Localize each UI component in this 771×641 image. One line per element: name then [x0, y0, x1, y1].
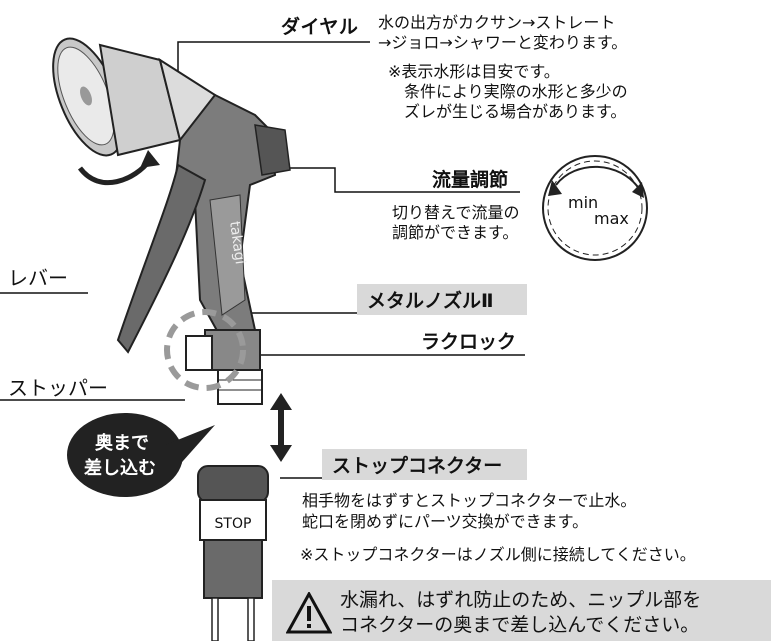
- dial-note-3: ズレが生じる場合があります。: [404, 102, 627, 121]
- nozzle-body: takagi: [173, 93, 291, 347]
- flow-desc-2: 調節ができます。: [392, 223, 519, 242]
- product-name: メタルノズルⅡ: [357, 284, 527, 315]
- flow-desc-1: 切り替えで流量の: [392, 203, 520, 222]
- connector-name: ストップコネクター: [322, 449, 527, 480]
- dial-desc-2: →ジョロ→シャワーと変わります。: [378, 33, 628, 52]
- brand-mark: takagi: [226, 220, 248, 265]
- dial-note-1: ※表示水形は目安です。: [388, 62, 560, 81]
- warning-box: 水漏れ、はずれ防止のため、ニップル部を コネクターの奥まで差し込んでください。: [272, 580, 771, 641]
- connector-desc-2: 蛇口を閉めずにパーツ交換ができます。: [302, 512, 589, 531]
- warning-line-2: コネクターの奥まで差し込んでください。: [340, 614, 700, 636]
- flow-knob: min max: [542, 155, 648, 261]
- double-arrow-icon: [270, 393, 292, 462]
- warning-text: 水漏れ、はずれ防止のため、ニップル部を コネクターの奥まで差し込んでください。: [340, 588, 701, 638]
- stopper-label: ストッパー: [8, 376, 108, 400]
- rakulock-connector: [185, 329, 263, 405]
- lever: [116, 163, 207, 354]
- spray-head: [52, 37, 227, 157]
- connector-note: ※ストップコネクターはノズル側に接続してください。: [300, 545, 696, 564]
- speech-bubble: 奥まで 差し込む: [67, 413, 215, 497]
- knob-max: max: [594, 209, 629, 228]
- flow-label: 流量調節: [432, 169, 509, 191]
- bubble-line-1: 奥まで: [95, 432, 149, 454]
- dial-desc-1: 水の出方がカクサン→ストレート: [378, 13, 616, 32]
- bubble-line-2: 差し込む: [84, 457, 156, 479]
- dial-label: ダイヤル: [281, 16, 359, 38]
- lever-label: レバー: [8, 266, 68, 290]
- rotation-arrow-icon: [76, 150, 160, 188]
- rakulock-label: ラクロック: [421, 331, 517, 353]
- dial-note-2: 条件により実際の水形と多少の: [404, 82, 628, 101]
- stop-mark: STOP: [215, 516, 252, 532]
- warning-icon: [286, 592, 332, 634]
- warning-line-1: 水漏れ、はずれ防止のため、ニップル部を: [340, 589, 702, 611]
- stop-connector: STOP: [197, 465, 269, 641]
- knob-min: min: [568, 193, 598, 212]
- connector-desc-1: 相手物をはずすとストップコネクターで止水。: [302, 491, 637, 510]
- stopper-highlight: [164, 309, 246, 391]
